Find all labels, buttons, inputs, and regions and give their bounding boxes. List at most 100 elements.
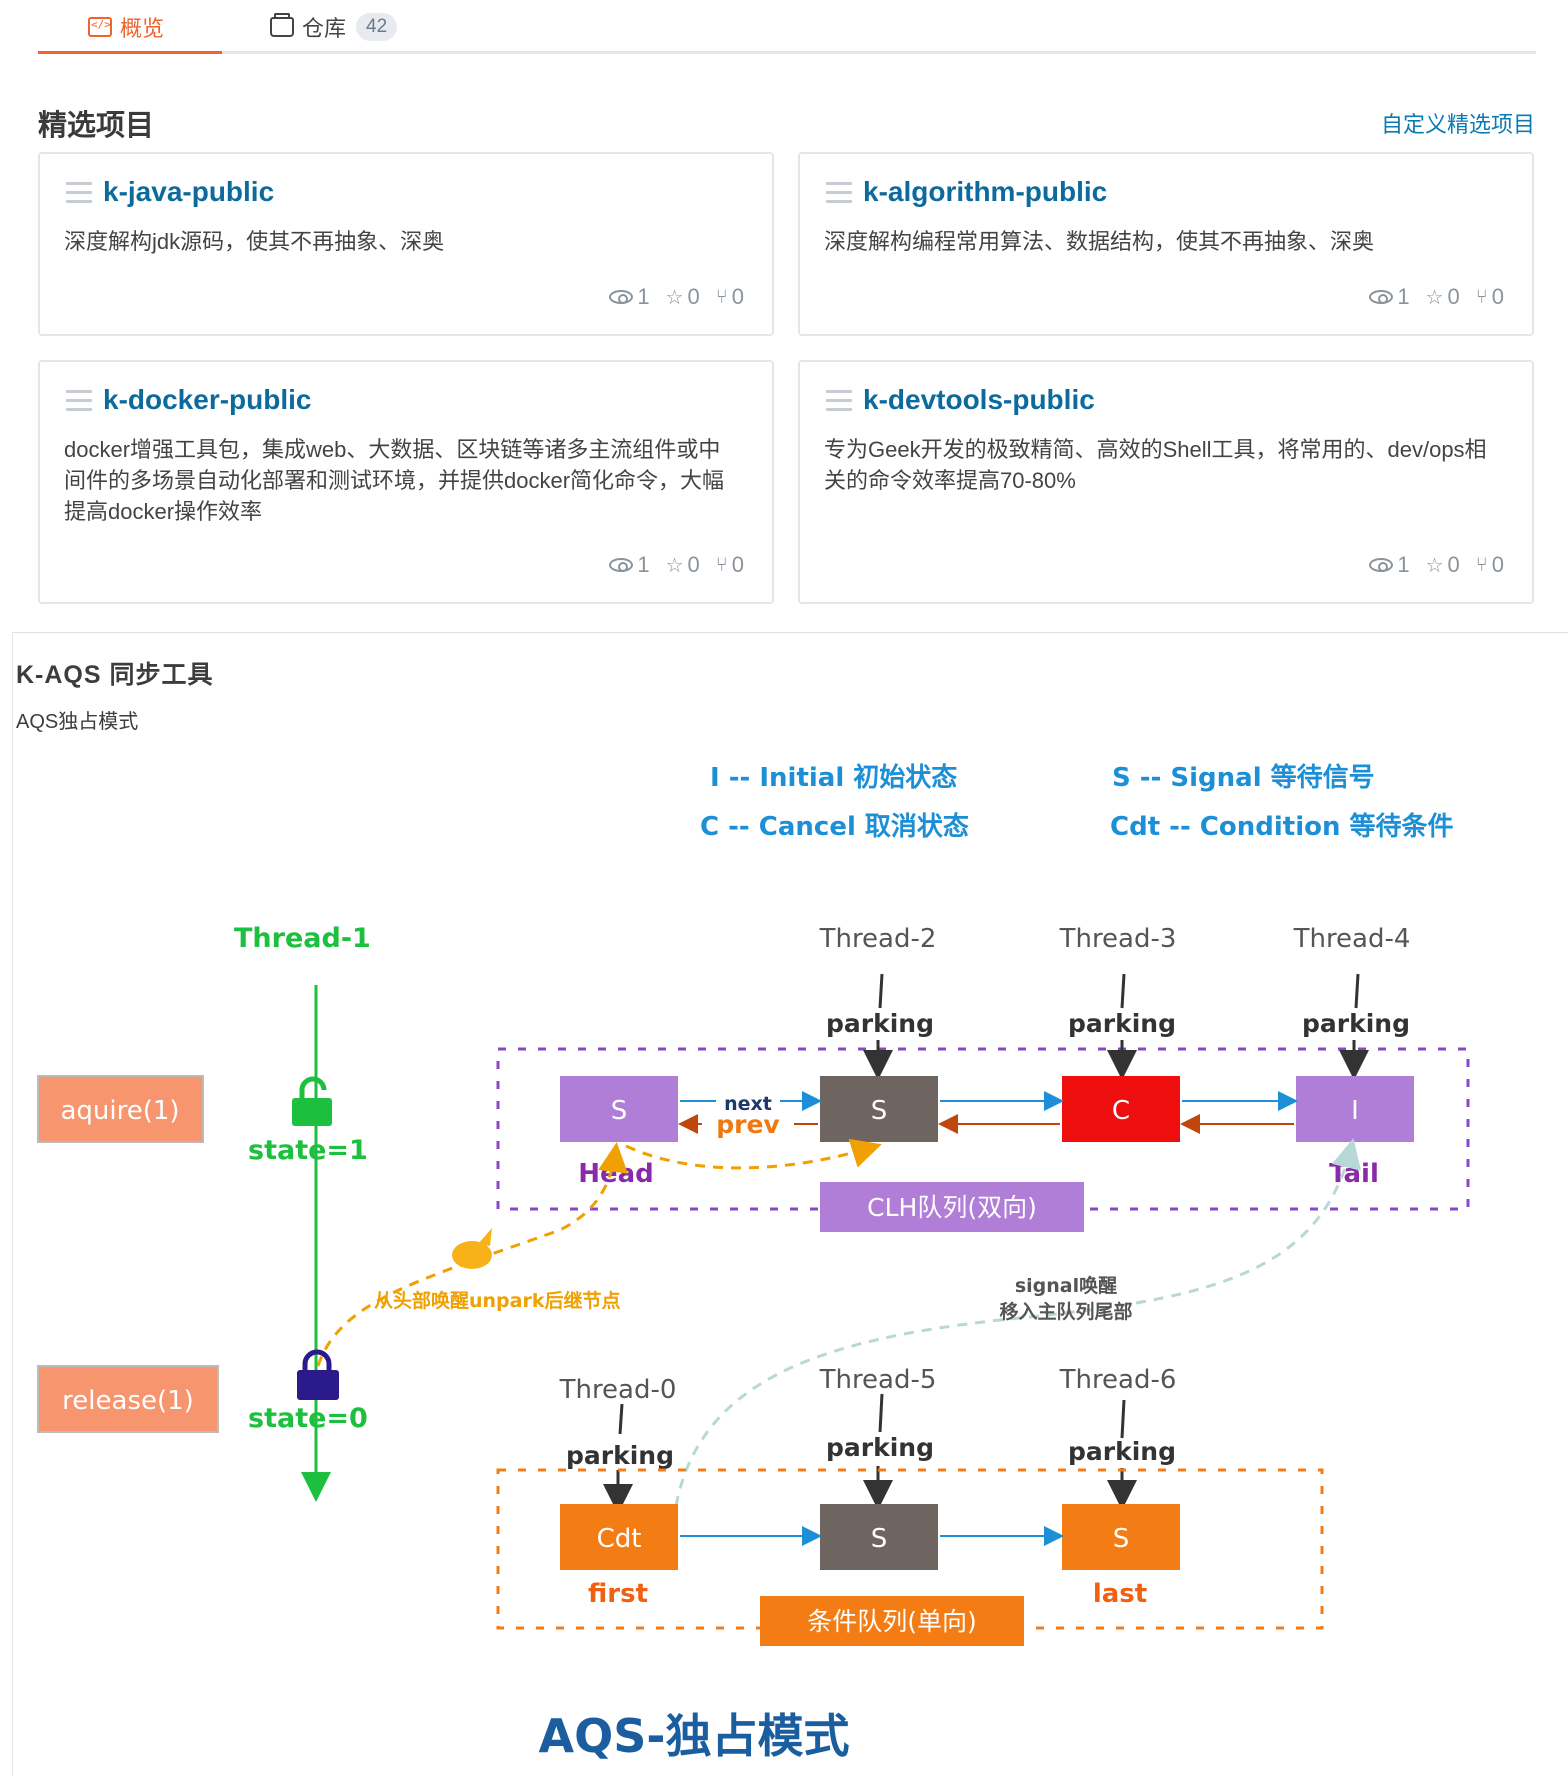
drag-handle-icon[interactable] [66,182,92,204]
watch-count: 1 [609,284,650,310]
customize-featured-link[interactable]: 自定义精选项目 [1380,112,1535,137]
clh-queue-label: CLH队列(双向) [867,1193,1037,1222]
eye-icon [1369,290,1394,304]
clh-queue-label-box [820,1182,1084,1232]
wiki-subtitle: AQS独占模式 [16,711,139,733]
head-to-next-curve [625,1138,882,1170]
top-threads: Thread-2 Thread-3 Thread-4 [819,924,1411,954]
next-label: next [724,1093,772,1115]
star-icon: ☆ [1425,286,1444,309]
watch-count: 1 [1369,552,1410,578]
parking-label-3: parking [1068,1009,1176,1038]
star-icon: ☆ [665,286,684,309]
watch-count: 1 [1369,284,1410,310]
bird-icon [452,1241,492,1269]
cond-node-thread-5 [820,1504,938,1570]
condition-queue-label-box [760,1596,1024,1646]
signal-note-2: 移入主队列尾部 [999,1300,1132,1323]
tab-repositories-label: 仓库 [302,16,347,41]
parking-label-4: parking [1302,1009,1410,1038]
project-description: docker增强工具包，集成web、大数据、区块链等诸多主流组件或中间件的多场景… [64,437,725,524]
project-stats: 1 ☆0 ⑂0 [1353,552,1504,578]
fork-icon: ⑂ [715,553,728,576]
fork-icon: ⑂ [715,285,728,308]
project-stats: 1 ☆0 ⑂0 [593,284,744,310]
state-0-label: state=0 [248,1403,368,1434]
project-card-k-algorithm-public[interactable]: k-algorithm-public 深度解构编程常用算法、数据结构，使其不再抽… [798,152,1534,336]
star-count: ☆0 [1425,552,1460,577]
clh-node-thread-3 [1062,1076,1180,1142]
tab-bar: 概览 仓库 42 [38,0,1536,54]
project-card-k-devtools-public[interactable]: k-devtools-public 专为Geek开发的极致精简、高效的Shell… [798,360,1534,604]
lock-open-icon [292,1076,332,1126]
project-name-link[interactable]: k-devtools-public [863,384,1095,415]
cond-node-last [1062,1504,1180,1570]
thread-4-label: Thread-4 [1293,924,1411,954]
star-icon: ☆ [665,554,684,577]
drag-handle-icon[interactable] [66,390,92,412]
head-label: Head [578,1159,654,1189]
watch-count: 1 [609,552,650,578]
clh-node-head [560,1076,678,1142]
parking-label-0: parking [566,1441,674,1470]
active-tab-indicator [38,51,222,54]
release-label: release(1) [62,1386,194,1416]
drag-handle-icon[interactable] [826,182,852,204]
code-window-icon [88,17,112,37]
legend-cancel: C -- Cancel 取消状态 [700,811,969,842]
release-box [37,1365,219,1433]
clh-node-head-label: S [611,1096,628,1126]
project-description: 专为Geek开发的极致精简、高效的Shell工具，将常用的、dev/ops相关的… [824,437,1487,493]
unpark-curve [316,1142,628,1367]
eye-icon [609,558,634,572]
wiki-title: K-AQS 同步工具 [16,661,214,689]
project-name-link[interactable]: k-algorithm-public [863,176,1108,207]
eye-icon [609,290,634,304]
project-card-k-docker-public[interactable]: k-docker-public docker增强工具包，集成web、大数据、区块… [38,360,774,604]
fork-count: ⑂0 [1475,284,1504,309]
featured-projects-title: 精选项目 [38,110,155,142]
thread-1-label: Thread-1 [234,923,371,954]
thread-5-label: Thread-5 [819,1365,937,1395]
tab-repositories[interactable]: 仓库 42 [270,8,398,46]
project-description: 深度解构jdk源码，使其不再抽象、深奥 [64,229,445,254]
diagram-footer-title: AQS-独占模式 [539,1709,850,1763]
acquire-box [37,1075,204,1143]
star-count: ☆0 [665,284,700,309]
fork-count: ⑂0 [715,284,744,309]
fork-count: ⑂0 [715,552,744,577]
acquire-label: aquire(1) [60,1096,179,1126]
clh-node-thread-2-label: S [871,1096,888,1126]
project-name-link[interactable]: k-java-public [103,176,275,207]
legend-signal: S -- Signal 等待信号 [1112,762,1375,793]
repository-icon [270,13,294,37]
lock-closed-icon [297,1349,339,1400]
state-1-label: state=1 [248,1135,368,1166]
eye-icon [1369,558,1394,572]
first-label: first [588,1579,648,1609]
wiki-panel [12,632,1568,1776]
legend-condition: Cdt -- Condition 等待条件 [1110,811,1454,842]
fork-icon: ⑂ [1475,553,1488,576]
prev-label: prev [716,1110,779,1139]
clh-node-tail [1296,1076,1414,1142]
tab-overview-label: 概览 [120,16,165,41]
condition-queue-frame [496,1468,1324,1630]
clh-queue-frame [496,1047,1470,1211]
clh-node-thread-2 [820,1076,938,1142]
parking-label-6: parking [1068,1437,1176,1466]
project-card-k-java-public[interactable]: k-java-public 深度解构jdk源码，使其不再抽象、深奥 1 ☆0 ⑂… [38,152,774,336]
drag-handle-icon[interactable] [826,390,852,412]
cond-node-thread-5-label: S [871,1524,888,1554]
signal-curve [674,1138,1362,1507]
clh-node-thread-3-label: C [1112,1096,1130,1126]
project-description: 深度解构编程常用算法、数据结构，使其不再抽象、深奥 [824,229,1375,254]
fork-icon: ⑂ [1475,285,1488,308]
tab-overview[interactable]: 概览 [88,8,164,46]
project-name-link[interactable]: k-docker-public [103,384,312,415]
unpark-note: 从头部唤醒unpark后继节点 [374,1289,620,1312]
thread-6-label: Thread-6 [1059,1365,1177,1395]
fork-count: ⑂0 [1475,552,1504,577]
legend-initial: I -- Initial 初始状态 [710,762,957,793]
